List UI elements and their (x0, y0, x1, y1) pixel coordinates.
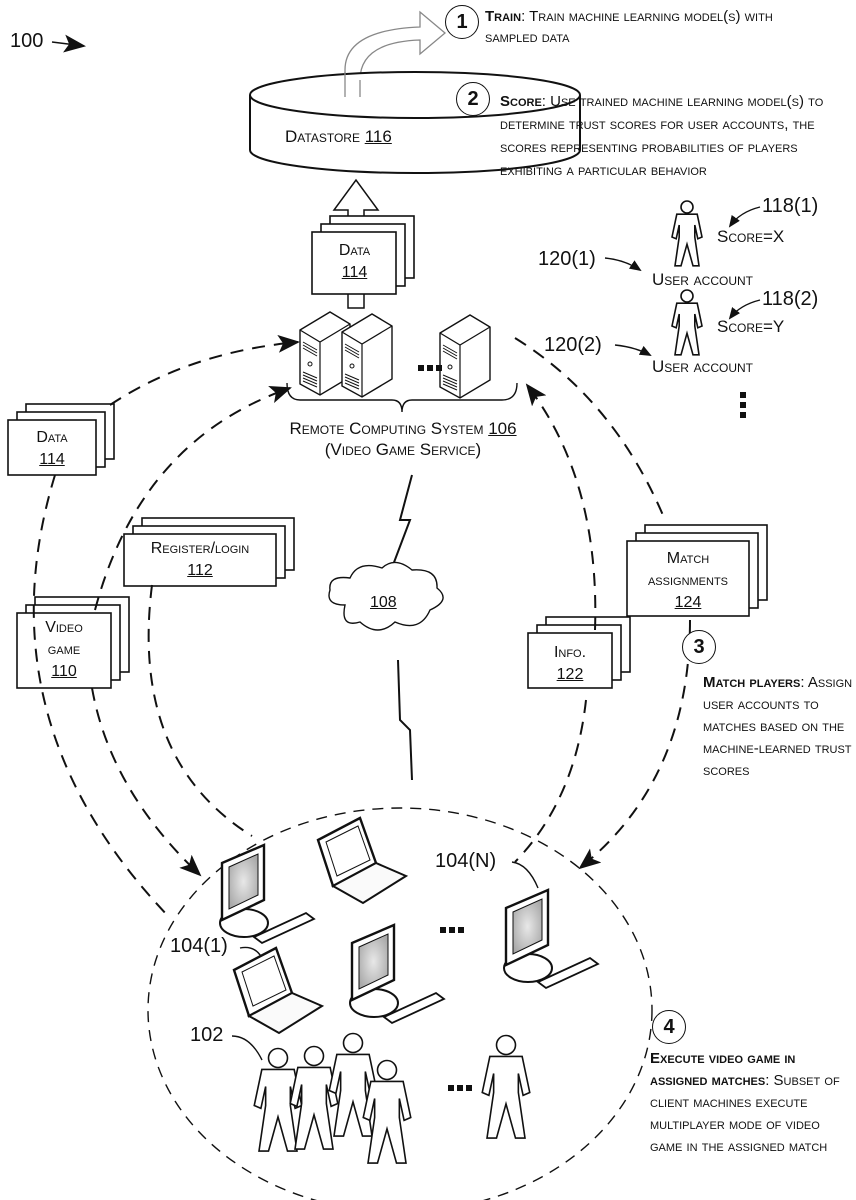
player-2-icon (290, 1047, 338, 1150)
remote-system-name: Remote Computing System (289, 419, 483, 438)
person-head (681, 201, 693, 213)
remote-system-ref: 106 (488, 419, 516, 438)
step-1-badge: 1 (445, 5, 479, 39)
doc-register-ref: 112 (187, 562, 213, 579)
datastore-ref: 116 (365, 127, 392, 146)
leader-118-1 (730, 207, 760, 226)
leader-118-2 (730, 300, 760, 318)
person-body (482, 1056, 530, 1138)
user-account-2-icon (672, 290, 702, 355)
doc-data-left-text: Data 114 (8, 427, 96, 471)
doc-match-text: Match assignments 124 (627, 548, 749, 614)
doc-register-text: Register/login 112 (124, 538, 276, 582)
person-head (305, 1047, 324, 1066)
more-accounts-ellipsis (740, 392, 746, 422)
step-2-badge: 2 (456, 82, 490, 116)
account-ref-2: 120(2) (544, 334, 602, 357)
doc-info-title: Info. (554, 644, 586, 661)
client-ref-first: 104(1) (170, 935, 228, 958)
step-3-title: Match players (703, 674, 800, 691)
person-head (681, 290, 693, 302)
doc-data-left-ref: 114 (39, 451, 65, 468)
step-2-title: Score (500, 93, 542, 110)
doc-match-title: Match (667, 550, 709, 567)
doc-match-ref: 124 (675, 594, 702, 611)
doc-videogame-text: Video game 110 (17, 617, 111, 683)
person-head (497, 1036, 516, 1055)
doc-data-top-ref: 114 (342, 264, 368, 281)
step-1-text: Train: Train machine learning model(s) w… (485, 6, 785, 48)
doc-data-left-title: Data (36, 429, 67, 446)
doc-data-top-text: Data 114 (313, 240, 396, 284)
doc-register-title: Register/login (151, 540, 250, 557)
step-1-title: Train (485, 8, 521, 25)
lightning-upper-icon (393, 475, 412, 565)
remote-system-label: Remote Computing System 106 (Video Game … (268, 418, 538, 460)
client-ref-last: 104(N) (435, 850, 496, 873)
step-3-badge: 3 (682, 630, 716, 664)
person-body (672, 303, 702, 355)
flow-register-down (149, 585, 252, 836)
server-n-icon (440, 315, 490, 398)
step-4-badge: 4 (652, 1010, 686, 1044)
doc-videogame-ref: 110 (51, 663, 77, 680)
step-1-desc: Train machine learning model(s) with sam… (485, 8, 773, 46)
datastore-label: Datastore 116 (285, 128, 392, 146)
leader-104-N (512, 862, 538, 888)
players-ref: 102 (190, 1024, 223, 1047)
lightning-lower-icon (398, 660, 412, 780)
step-2-text: Score: Use trained machine learning mode… (500, 90, 830, 182)
score-value-1: Score=X (717, 228, 784, 246)
client-desktop-3-icon (350, 925, 444, 1023)
doc-data-top-title: Data (339, 242, 370, 259)
person-body (672, 214, 702, 266)
client-laptop-first-icon (234, 948, 322, 1033)
person-head (378, 1061, 397, 1080)
doc-match-title2: assignments (648, 572, 728, 589)
more-clients-ellipsis (440, 920, 467, 938)
person-body (290, 1067, 338, 1149)
flow-videogame-to-client (92, 688, 200, 875)
leader-102 (232, 1036, 262, 1060)
datastore-name: Datastore (285, 127, 360, 146)
figure-ref: 100 (10, 30, 43, 53)
doc-videogame-title: Video (45, 619, 83, 636)
figure-pointer-arrow (52, 42, 84, 46)
more-servers-ellipsis (418, 358, 445, 376)
doc-videogame-title2: game (48, 641, 80, 658)
doc-info-ref: 122 (557, 666, 584, 683)
client-desktop-last-icon (504, 890, 598, 988)
client-desktop-1-icon (220, 845, 314, 943)
doc-info-text: Info. 122 (528, 642, 612, 686)
player-n-icon (482, 1036, 530, 1139)
client-laptop-2-icon (318, 818, 406, 903)
account-ref-1: 120(1) (538, 248, 596, 271)
more-players-ellipsis (448, 1078, 475, 1096)
score-ref-1: 118(1) (762, 195, 818, 218)
leader-120-2 (615, 345, 650, 355)
score-ref-2: 118(2) (762, 288, 818, 311)
remote-system-sublabel: (Video Game Service) (325, 440, 481, 459)
person-head (269, 1049, 288, 1068)
server-group (300, 312, 490, 398)
step-3-text: Match players: Assign user accounts to m… (703, 672, 853, 782)
score-value-2: Score=Y (717, 318, 784, 336)
person-head (344, 1034, 363, 1053)
account-label-2: User account (652, 358, 753, 376)
network-ref: 108 (370, 594, 397, 612)
step-4-text: Execute video game in assigned matches: … (650, 1048, 855, 1158)
user-account-1-icon (672, 201, 702, 266)
account-label-1: User account (652, 271, 753, 289)
step-2-desc: Use trained machine learning model(s) to… (500, 93, 823, 179)
leader-120-1 (605, 258, 640, 270)
flow-info-to-client (515, 700, 586, 862)
